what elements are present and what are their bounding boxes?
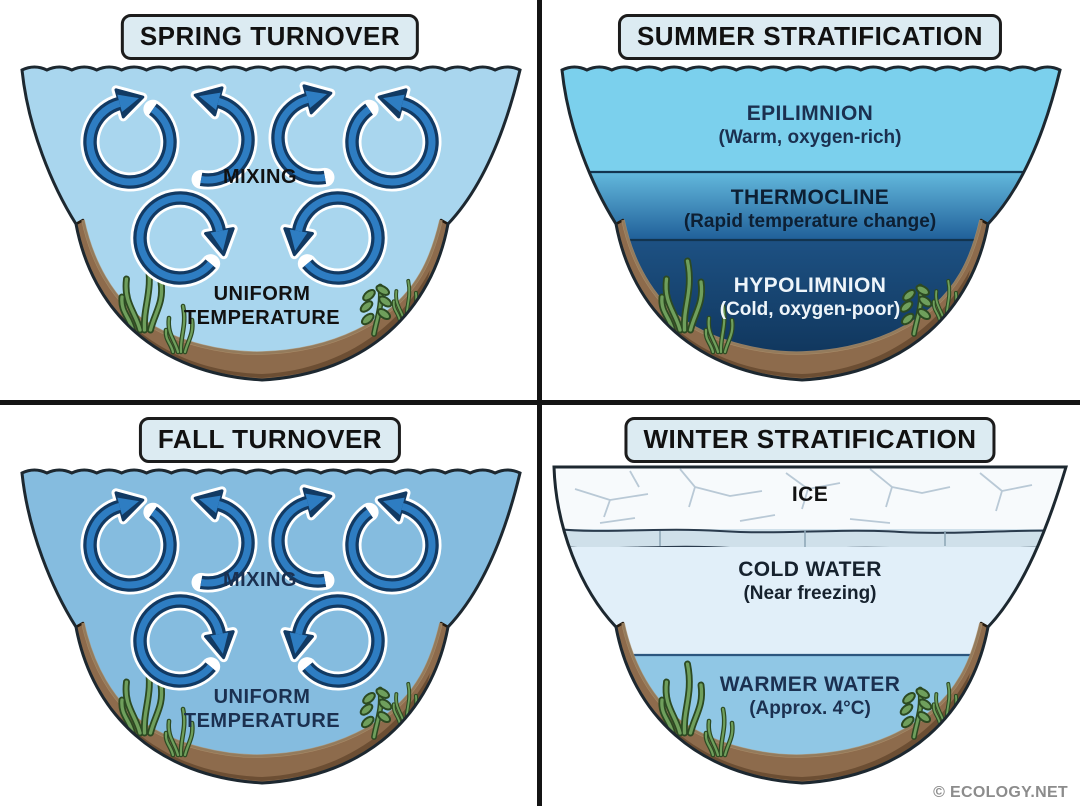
mixing-label: MIXING xyxy=(222,166,298,188)
cold-water-label: COLD WATER (Near freezing) xyxy=(610,558,1010,605)
layer-desc: (Cold, oxygen-poor) xyxy=(719,298,901,320)
layer-desc: (Approx. 4°C) xyxy=(749,697,871,719)
summer-lake-illustration xyxy=(560,65,1062,382)
spring-lake-illustration xyxy=(20,65,522,382)
thermocline-label: THERMOCLINE (Rapid temperature change) xyxy=(610,186,1010,233)
ice-label: ICE xyxy=(610,483,1010,508)
layer-desc: (Rapid temperature change) xyxy=(683,210,937,232)
panel-winter-stratification: WINTER STRATIFICATION ICE COLD WATER (Ne… xyxy=(540,403,1080,806)
panel-spring-turnover: SPRING TURNOVER MIXING UNIFORM TEMPERATU… xyxy=(0,0,540,403)
layer-name: ICE xyxy=(791,483,829,506)
uniform-temperature-label: UNIFORM TEMPERATURE xyxy=(183,686,341,732)
mixing-label: MIXING xyxy=(222,569,298,591)
panel-divider-horizontal xyxy=(0,400,1080,405)
copyright-credit: © ECOLOGY.NET xyxy=(933,784,1068,801)
layer-name: COLD WATER xyxy=(738,558,882,581)
ice-band-joints xyxy=(659,530,946,547)
ice-crack-icon xyxy=(574,468,1033,524)
layer-name: WARMER WATER xyxy=(719,673,901,696)
ice-band-top-edge xyxy=(557,528,1065,534)
panel-title: WINTER STRATIFICATION xyxy=(624,417,996,463)
layer-desc: (Warm, oxygen-rich) xyxy=(718,126,902,148)
panel-title: SPRING TURNOVER xyxy=(120,14,420,60)
panel-summer-stratification: SUMMER STRATIFICATION EPILIMNION (Warm, … xyxy=(540,0,1080,403)
thermocline-layer xyxy=(562,172,1060,240)
epilimnion-label: EPILIMNION (Warm, oxygen-rich) xyxy=(610,102,1010,149)
layer-name: THERMOCLINE xyxy=(730,186,890,209)
layer-desc: (Near freezing) xyxy=(743,582,877,604)
layer-name: HYPOLIMNION xyxy=(733,274,887,297)
fall-lake-illustration xyxy=(20,468,522,785)
warmer-water-label: WARMER WATER (Approx. 4°C) xyxy=(610,673,1010,720)
layer-name: EPILIMNION xyxy=(746,102,874,125)
winter-lake-illustration xyxy=(552,465,1068,785)
hypolimnion-label: HYPOLIMNION (Cold, oxygen-poor) xyxy=(610,274,1010,321)
epilimnion-layer xyxy=(562,67,1060,172)
panel-title: FALL TURNOVER xyxy=(138,417,402,463)
panel-fall-turnover: FALL TURNOVER MIXING UNIFORM TEMPERATURE xyxy=(0,403,540,806)
ice-layer xyxy=(554,467,1066,531)
uniform-temperature-label: UNIFORM TEMPERATURE xyxy=(183,283,341,329)
panel-title: SUMMER STRATIFICATION xyxy=(617,14,1003,60)
